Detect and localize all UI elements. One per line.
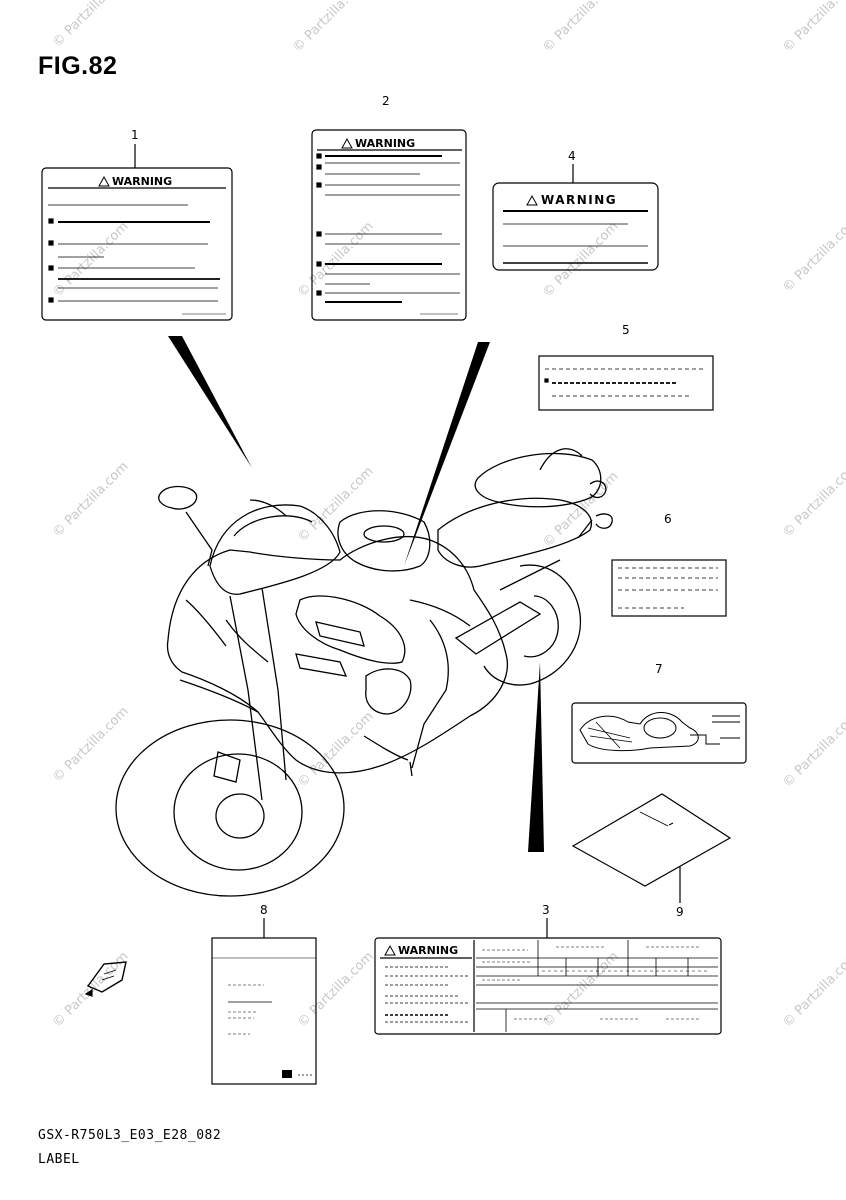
- figure-title: FIG.82: [38, 52, 118, 80]
- warning-text: WARNING: [355, 137, 415, 150]
- label-5[interactable]: [538, 355, 714, 411]
- pointer-2: [404, 342, 490, 566]
- callout-6: 6: [664, 512, 672, 526]
- label-6[interactable]: [611, 559, 727, 617]
- label-8[interactable]: [211, 918, 317, 1085]
- label-7[interactable]: [571, 702, 747, 764]
- callout-1: 1: [131, 128, 139, 142]
- label-9[interactable]: [571, 793, 732, 903]
- label-2[interactable]: WARNING: [311, 129, 467, 321]
- warning-text: WARNING: [541, 193, 617, 207]
- warning-text: WARNING: [398, 944, 458, 957]
- callout-4: 4: [568, 149, 576, 163]
- forward-arrow-icon: [84, 961, 127, 997]
- warning-text: WARNING: [112, 175, 172, 188]
- label-3[interactable]: WARNING: [374, 918, 722, 1035]
- callout-5: 5: [622, 323, 630, 337]
- motorcycle-outline: [115, 448, 613, 897]
- callout-9: 9: [676, 905, 684, 919]
- pointer-1: [168, 336, 252, 468]
- callout-2: 2: [382, 94, 390, 108]
- label-4[interactable]: WARNING: [492, 164, 659, 271]
- figure-code: GSX-R750L3_E03_E28_082: [38, 1128, 222, 1143]
- callout-3: 3: [542, 903, 550, 917]
- figure-label: LABEL: [38, 1152, 80, 1167]
- label-1[interactable]: WARNING: [41, 144, 233, 321]
- callout-8: 8: [260, 903, 268, 917]
- callout-7: 7: [655, 662, 663, 676]
- pointer-3: [528, 662, 544, 852]
